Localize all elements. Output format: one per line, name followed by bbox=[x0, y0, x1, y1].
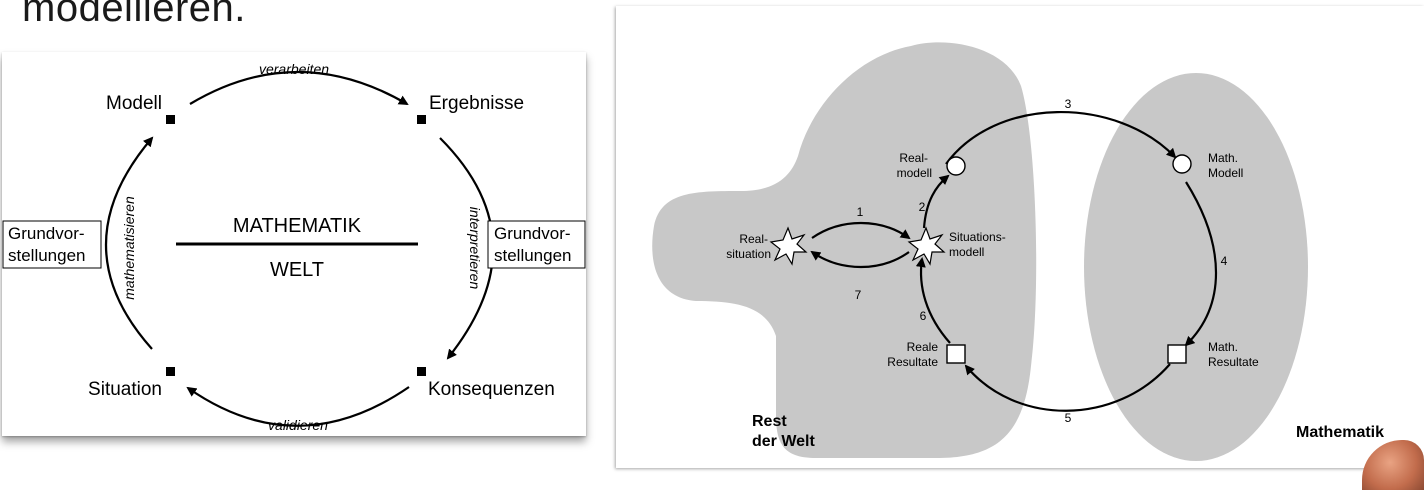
page-heading: modellieren. bbox=[22, 0, 246, 30]
step7-arrow bbox=[810, 250, 910, 268]
reale-resultate-label-line2: Resultate bbox=[887, 355, 938, 369]
validieren-label: validieren bbox=[268, 417, 328, 433]
realmodell-label-line2: modell bbox=[897, 166, 932, 180]
grundvorstellungen-left-line1: Grundvor- bbox=[8, 224, 85, 243]
math-resultate-node bbox=[1167, 344, 1187, 364]
math-modell-node bbox=[1172, 154, 1192, 174]
grundvorstellungen-box-left bbox=[2, 220, 102, 269]
grundvorstellungen-right-line2: stellungen bbox=[494, 246, 572, 265]
welt-label: WELT bbox=[270, 259, 324, 281]
step1-arrow bbox=[811, 222, 911, 240]
math-resultate-label-line2: Resultate bbox=[1208, 355, 1259, 369]
step2-arrow bbox=[922, 174, 950, 229]
step-6-label: 6 bbox=[920, 309, 927, 323]
ergebnisse-node bbox=[417, 115, 426, 124]
step-4-label: 4 bbox=[1221, 254, 1228, 268]
mathematik-label: MATHEMATIK bbox=[233, 215, 362, 237]
step-3-label: 3 bbox=[1065, 97, 1072, 111]
math-modell-label-line1: Math. bbox=[1208, 151, 1238, 165]
mathematisieren-arrow bbox=[105, 136, 154, 350]
situationsmodell-label-line1: Situations- bbox=[949, 230, 1006, 244]
rest-label-line1: Rest bbox=[752, 413, 787, 430]
interpretieren-arrow bbox=[439, 137, 495, 360]
blum-leiss-cycle-svg: Rest der Welt Mathematik Real- situation… bbox=[652, 42, 1384, 461]
situation-label: Situation bbox=[88, 379, 162, 400]
konsequenzen-node bbox=[417, 367, 426, 376]
grundvorstellungen-right-line1: Grundvor- bbox=[494, 224, 571, 243]
step-7-label: 7 bbox=[855, 288, 862, 302]
rest-label-line2: der Welt bbox=[752, 433, 816, 450]
realsituation-star-icon bbox=[769, 226, 808, 266]
modell-label: Modell bbox=[106, 93, 162, 114]
step6-arrow bbox=[915, 257, 951, 344]
modell-node bbox=[166, 115, 175, 124]
situationsmodell-star-icon bbox=[907, 226, 946, 266]
step-2-label: 2 bbox=[919, 200, 926, 214]
validieren-arrow bbox=[186, 386, 410, 427]
modelling-cycle-diagram: Modell Ergebnisse Situation Konsequenzen… bbox=[2, 52, 586, 436]
rest-der-welt-region bbox=[652, 42, 1037, 459]
konsequenzen-label: Konsequenzen bbox=[428, 379, 555, 400]
reale-resultate-node bbox=[946, 344, 966, 364]
ergebnisse-label: Ergebnisse bbox=[429, 93, 524, 114]
interpretieren-label: interpretieren bbox=[467, 207, 483, 290]
situation-node bbox=[166, 367, 175, 376]
mathematisieren-label: mathematisieren bbox=[121, 196, 137, 300]
realsituation-label-line2: situation bbox=[726, 247, 771, 261]
mathematik-label: Mathematik bbox=[1296, 424, 1384, 441]
mathematik-region bbox=[1084, 73, 1308, 461]
reale-resultate-label-line1: Reale bbox=[907, 340, 939, 354]
realmodell-node bbox=[946, 156, 966, 176]
grundvorstellungen-left-line2: stellungen bbox=[8, 246, 86, 265]
step5-arrow bbox=[964, 363, 1171, 412]
step-5-label: 5 bbox=[1065, 411, 1072, 425]
modelling-cycle-svg: Modell Ergebnisse Situation Konsequenzen… bbox=[2, 61, 586, 433]
math-modell-label-line2: Modell bbox=[1208, 166, 1243, 180]
verarbeiten-label: verarbeiten bbox=[259, 61, 329, 77]
math-resultate-label-line1: Math. bbox=[1208, 340, 1238, 354]
verarbeiten-arrow bbox=[189, 70, 409, 106]
grundvorstellungen-box-right bbox=[487, 220, 586, 269]
step-1-label: 1 bbox=[857, 205, 864, 219]
blum-leiss-cycle-diagram: Rest der Welt Mathematik Real- situation… bbox=[616, 6, 1424, 468]
situationsmodell-label-line2: modell bbox=[949, 245, 984, 259]
realsituation-label-line1: Real- bbox=[739, 232, 768, 246]
realmodell-label-line1: Real- bbox=[899, 151, 928, 165]
step4-arrow bbox=[1184, 181, 1218, 347]
step3-arrow bbox=[945, 111, 1177, 165]
